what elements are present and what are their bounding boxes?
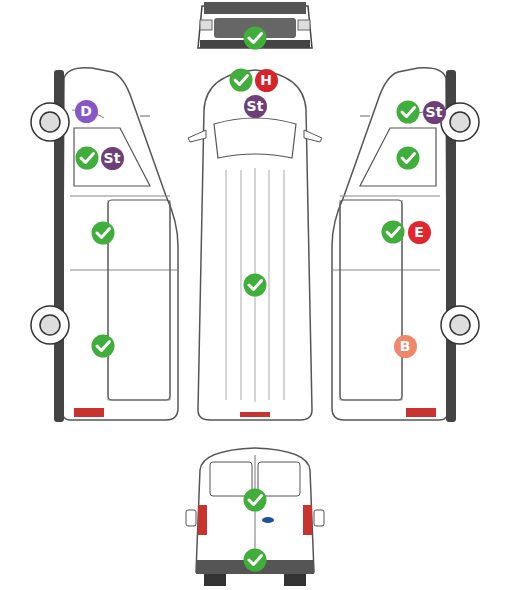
badge-letter: St: [104, 151, 121, 165]
badge-letter: St: [247, 99, 264, 113]
stone-badge: St: [101, 147, 124, 170]
badge-letter: H: [260, 73, 272, 87]
check-marks: [76, 27, 420, 572]
badge-letter: St: [426, 105, 443, 119]
badge-letter: D: [80, 104, 92, 118]
badge-letter: E: [414, 225, 424, 239]
stone-badge: St: [423, 101, 446, 124]
scratch-badge: B: [394, 335, 417, 358]
hail-badge: H: [255, 69, 278, 92]
top-view: [188, 70, 322, 420]
badge-letter: B: [400, 339, 411, 353]
rear-view: [186, 448, 324, 586]
stone-badge: St: [244, 95, 267, 118]
damage-badge: E: [408, 221, 431, 244]
left-side-view: [31, 68, 178, 422]
dent-badge: D: [75, 100, 98, 123]
right-side-view: [332, 68, 479, 422]
